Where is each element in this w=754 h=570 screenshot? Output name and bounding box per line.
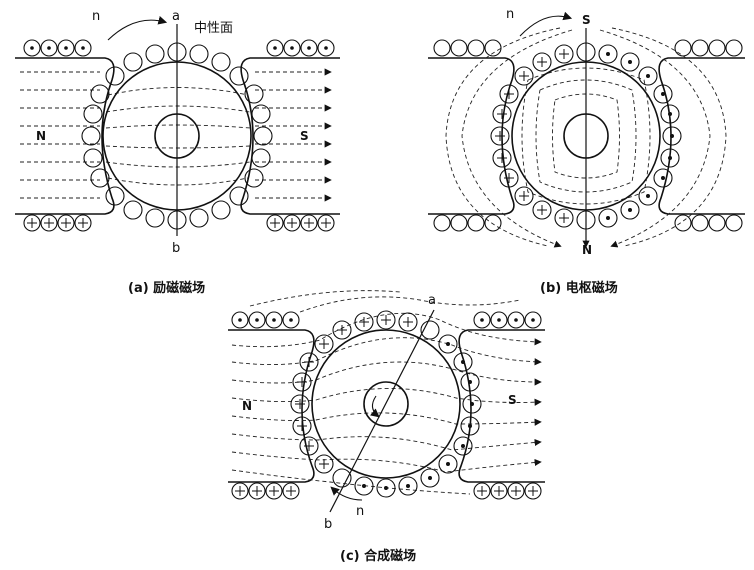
panel-c-axis-bottom-label: b <box>324 517 332 532</box>
panel-b-conductors-out <box>598 44 682 228</box>
panel-a-left-pole <box>15 57 115 215</box>
panel-c-conductors-out <box>354 334 482 498</box>
panel-c-conductor-b <box>332 468 352 488</box>
panel-c-resultant-field: a b n N S (c) 合成磁场 <box>228 290 545 564</box>
panel-c-right-pole <box>458 329 545 483</box>
panel-a-rotation-label: n <box>92 9 100 24</box>
panel-c-stator-coils <box>231 311 542 500</box>
panel-c-caption: (c) 合成磁场 <box>340 548 416 564</box>
panel-b-left-pole <box>428 57 515 215</box>
panel-c-inner-arrow <box>370 395 380 418</box>
panel-a-neutral-plane-label: 中性面 <box>194 21 233 36</box>
panel-c-conductors-in <box>290 310 418 474</box>
panel-a-pole-n: N <box>36 129 46 143</box>
panel-b-rotation-label: n <box>506 7 514 22</box>
panel-a-pole-s: S <box>300 129 309 143</box>
panel-a-coils-top-right <box>266 39 335 57</box>
panel-a-armature-conductors <box>81 42 273 230</box>
panel-b-pole-n: N <box>582 243 592 257</box>
panel-c-rotor <box>311 329 461 479</box>
panel-b-armature-field: n S N (b) 电枢磁场 <box>428 7 745 296</box>
panel-a-coils-bottom-right <box>266 214 335 232</box>
panel-c-pole-s: S <box>508 393 517 407</box>
panel-b-conductors-in <box>490 44 574 228</box>
panel-b-stator-coils <box>433 39 743 232</box>
panel-a-caption: (a) 励磁磁场 <box>128 280 205 296</box>
panel-c-field-lines <box>231 290 542 495</box>
panel-a-excitation-field: n a 中性面 b N S (a) 励磁磁场 <box>15 9 340 296</box>
panel-a-axis-bottom-label: b <box>172 241 180 256</box>
panel-c-pole-n: N <box>242 399 252 413</box>
panel-c-axis-top-label: a <box>428 293 436 308</box>
panel-a-axis-top-label: a <box>172 9 180 24</box>
panel-c-conductor-a <box>420 320 440 340</box>
panel-c-rotation-arrow <box>330 486 363 501</box>
panel-a-coils-top-left <box>23 39 92 57</box>
panel-b-caption: (b) 电枢磁场 <box>540 280 618 296</box>
panel-a-rotation-arrow <box>107 16 168 41</box>
panel-c-left-pole <box>228 329 315 483</box>
panel-b-pole-s: S <box>582 13 591 27</box>
panel-c-rotation-label: n <box>356 504 364 519</box>
panel-a-right-pole <box>240 57 340 215</box>
panel-b-rotation-arrow <box>519 11 573 37</box>
panel-a-field-lines <box>20 68 332 202</box>
panel-a-coils-bottom-left <box>23 214 92 232</box>
panel-c-axis <box>329 309 435 513</box>
panel-c-shaft <box>363 381 409 427</box>
